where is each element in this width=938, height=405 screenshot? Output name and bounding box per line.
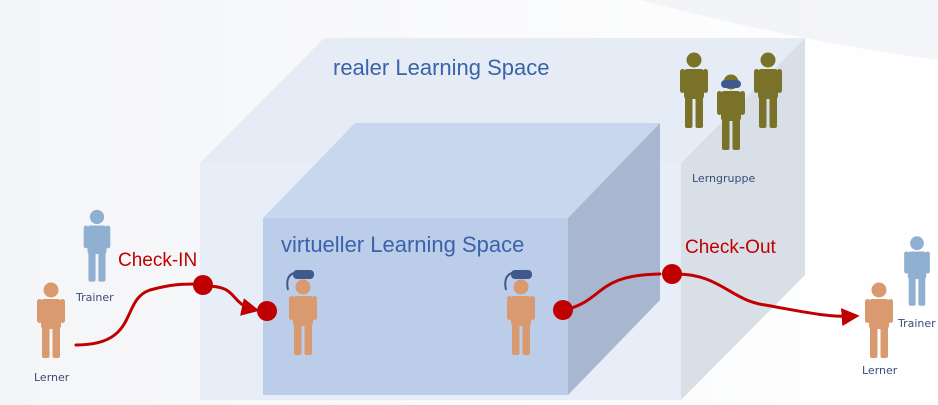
check-in-flow: [74, 282, 260, 347]
vr-learner-exit: [504, 270, 535, 355]
vr-exit-point: [553, 300, 573, 320]
trainer-right-label: Trainer: [898, 317, 936, 330]
check-out-point: [662, 264, 682, 284]
virtual-space-label: virtueller Learning Space: [281, 232, 525, 257]
real-space-label: realer Learning Space: [333, 55, 550, 80]
background-swoosh: [640, 0, 938, 60]
learner-left-label: Lerner: [34, 371, 70, 384]
vr-entry-point: [257, 301, 277, 321]
check-in-point: [193, 275, 213, 295]
group-label: Lerngruppe: [692, 172, 756, 185]
check-out-flow: [563, 272, 860, 327]
vr-headset-icon: [511, 270, 532, 279]
vr-headset-icon: [721, 80, 741, 88]
check-out-label: Check-Out: [685, 237, 776, 258]
vr-learner-entry: [286, 270, 317, 355]
learner-right-label: Lerner: [862, 364, 898, 377]
learning-group: [680, 52, 782, 150]
check-in-label: Check-IN: [118, 250, 198, 271]
trainer-left-label: Trainer: [76, 291, 114, 304]
virtual-space-cube: [263, 123, 660, 395]
vr-headset-icon: [293, 270, 314, 279]
